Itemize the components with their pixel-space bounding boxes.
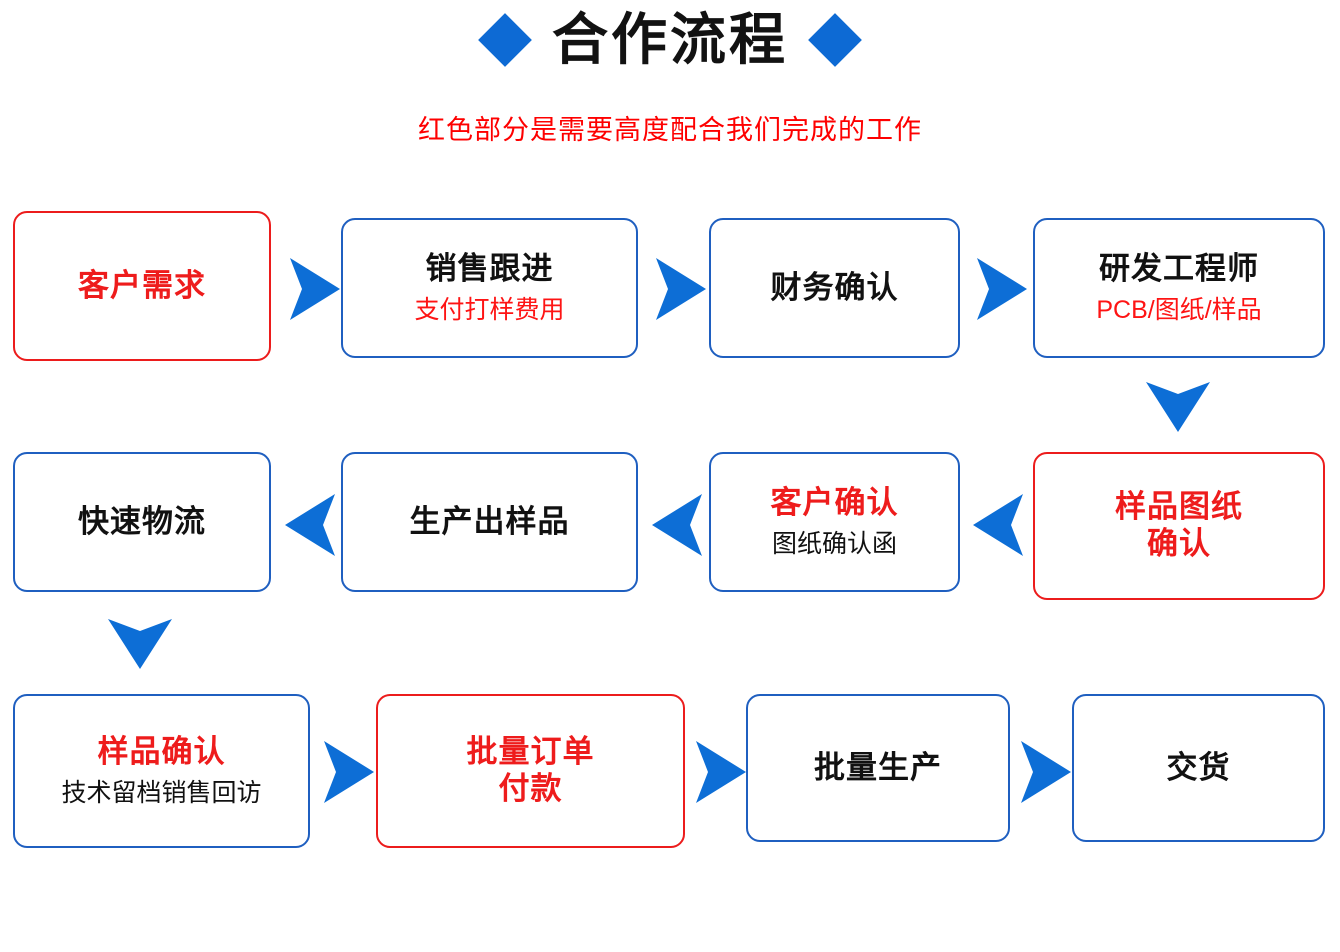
arrow-right-r3-2 — [692, 735, 748, 809]
page-header: 合作流程 红色部分是需要高度配合我们完成的工作 — [0, 0, 1340, 180]
arrow-down-left — [102, 615, 178, 673]
flow-node-customer-confirm[interactable]: 客户确认 图纸确认函 — [709, 452, 960, 592]
flow-node-customer-demand[interactable]: 客户需求 — [13, 211, 271, 361]
arrow-right-r3-3 — [1017, 735, 1073, 809]
node-title: 交货 — [1166, 749, 1231, 785]
flow-node-bulk-order-payment[interactable]: 批量订单 付款 — [376, 694, 685, 848]
arrow-right-r1-1 — [286, 252, 342, 326]
arrow-left-r2-3 — [971, 488, 1027, 562]
flow-node-rd-engineer[interactable]: 研发工程师 PCB/图纸/样品 — [1033, 218, 1325, 358]
arrow-right-r3-1 — [320, 735, 376, 809]
page-subtitle: 红色部分是需要高度配合我们完成的工作 — [418, 115, 922, 145]
node-title: 样品确认 — [97, 734, 226, 770]
page-title: 合作流程 — [552, 8, 788, 71]
flow-node-sample-confirm[interactable]: 样品确认 技术留档销售回访 — [13, 694, 310, 848]
arrow-down-right — [1140, 378, 1216, 436]
flow-node-bulk-production[interactable]: 批量生产 — [746, 694, 1010, 842]
node-title: 样品图纸 确认 — [1115, 489, 1243, 561]
flow-node-sales-followup[interactable]: 销售跟进 支付打样费用 — [341, 218, 638, 358]
flow-node-delivery[interactable]: 交货 — [1072, 694, 1325, 842]
arrow-left-r2-1 — [283, 488, 339, 562]
node-sub: 技术留档销售回访 — [61, 778, 262, 807]
node-title: 客户需求 — [78, 267, 206, 303]
node-title: 客户确认 — [770, 485, 899, 521]
flow-node-sample-drawing-confirm[interactable]: 样品图纸 确认 — [1033, 452, 1325, 600]
flow-node-fast-logistics[interactable]: 快速物流 — [13, 452, 271, 592]
node-title: 生产出样品 — [409, 503, 570, 539]
node-title: 销售跟进 — [425, 251, 554, 287]
node-title: 财务确认 — [770, 269, 899, 305]
arrow-right-r1-2 — [652, 252, 708, 326]
node-sub: 支付打样费用 — [414, 295, 565, 324]
node-title: 研发工程师 — [1099, 251, 1259, 287]
flow-node-produce-sample[interactable]: 生产出样品 — [341, 452, 638, 592]
flow-node-finance-confirm[interactable]: 财务确认 — [709, 218, 960, 358]
title-row: 合作流程 — [0, 12, 1340, 68]
node-sub: PCB/图纸/样品 — [1096, 295, 1262, 324]
node-title: 快速物流 — [78, 503, 206, 539]
arrow-left-r2-2 — [650, 488, 706, 562]
arrow-right-r1-3 — [973, 252, 1029, 326]
node-title: 批量生产 — [814, 749, 942, 785]
node-sub: 图纸确认函 — [771, 529, 897, 558]
node-title: 批量订单 付款 — [466, 734, 595, 806]
